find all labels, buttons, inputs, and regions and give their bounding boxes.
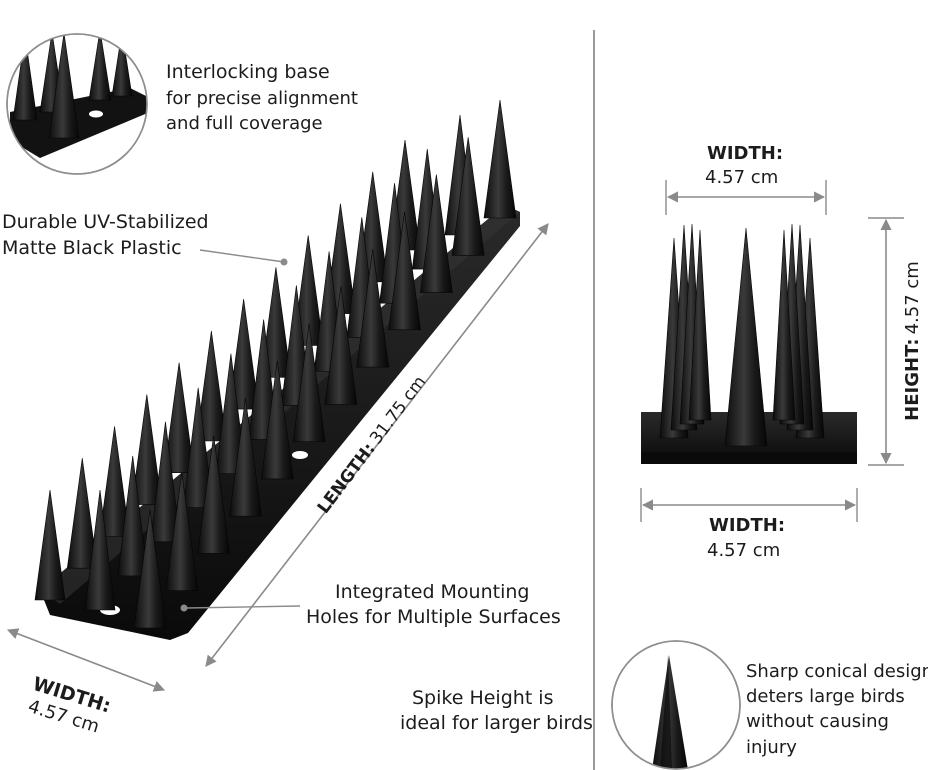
interlocking-line-3: and full coverage (166, 113, 323, 134)
front-view-base-edge (641, 452, 857, 464)
conical-line-2: deters large birds (746, 686, 905, 707)
conical-line-3: without causing (746, 711, 889, 732)
spike (34, 489, 66, 601)
detail-hole (89, 110, 103, 118)
spike (48, 34, 80, 139)
material-pointer-line (199, 249, 285, 263)
spike-height-line-1: Spike Height is (412, 687, 554, 709)
height-dimension-label: HEIGHT:4.57 cm (902, 261, 923, 421)
front-width-bottom-label: WIDTH: (709, 515, 786, 536)
front-width-bottom-value: 4.57 cm (707, 540, 781, 561)
material-line-1: Durable UV-Stabilized (2, 211, 209, 233)
conical-line-1: Sharp conical design (746, 661, 928, 682)
mounting-hole (292, 451, 308, 459)
spike (66, 458, 98, 569)
spike (163, 362, 195, 474)
spike (12, 34, 38, 121)
conical-line-4: injury (746, 737, 797, 758)
spike (772, 229, 796, 421)
front-view-spikes (659, 223, 825, 447)
spike (117, 455, 149, 577)
spike (688, 229, 712, 421)
material-pointer-dot (280, 258, 288, 266)
front-width-top-value: 4.57 cm (705, 167, 779, 188)
strip-spikes (34, 99, 517, 629)
front-view-product (641, 223, 857, 464)
spike (483, 99, 517, 219)
spike (88, 34, 112, 101)
spike (133, 509, 167, 629)
spike (724, 227, 768, 447)
spike (150, 421, 181, 543)
spike (111, 34, 133, 97)
mounting-pointer-dot (180, 604, 188, 612)
spike (131, 394, 163, 505)
spike (84, 489, 116, 611)
spike (99, 426, 130, 537)
width-dimension-line-left (6, 628, 166, 692)
spike (165, 472, 199, 592)
mounting-line-2: Holes for Multiple Surfaces (306, 606, 561, 628)
interlocking-line-2: for precise alignment (166, 88, 358, 109)
spike-height-line-2: ideal for larger birds (400, 712, 593, 734)
material-line-2: Matte Black Plastic (2, 237, 182, 259)
length-dimension-line (205, 223, 549, 667)
interlocking-title: Interlocking base (166, 61, 330, 83)
mounting-line-1: Integrated Mounting (335, 581, 530, 603)
interlocking-detail-circle (6, 33, 148, 175)
conical-detail-circle (611, 640, 741, 770)
front-width-top-label: WIDTH: (707, 143, 784, 164)
spike-strip (34, 99, 520, 640)
detail-spikes (12, 34, 133, 139)
